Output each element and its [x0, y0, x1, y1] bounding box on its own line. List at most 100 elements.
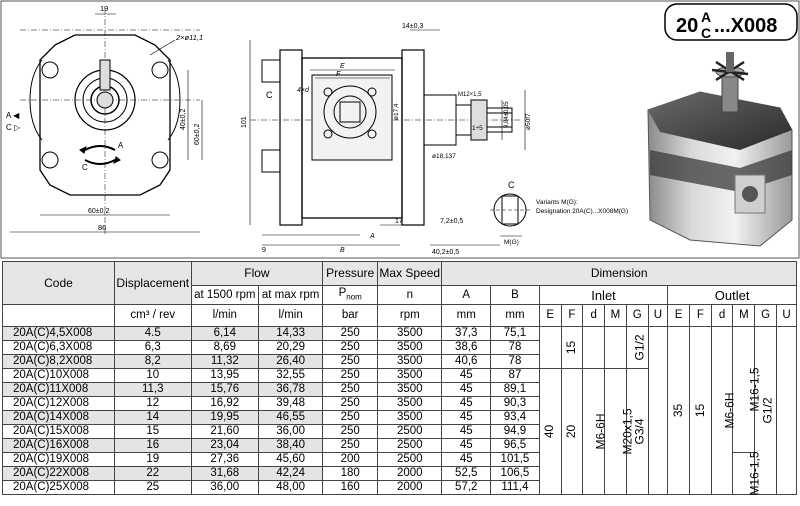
cell-code: 20A(C)25X008	[2, 480, 115, 495]
cell-flow-1500: 11,32	[190, 354, 259, 369]
cell-pressure: 250	[322, 396, 379, 411]
label-a: A	[118, 141, 124, 150]
hdr-flow-1500: at 1500 rpm	[190, 285, 259, 305]
cell-displacement: 14	[113, 410, 192, 425]
cell-dim-b: 78	[490, 354, 540, 369]
cell-pressure: 250	[322, 424, 379, 439]
spec-table: Code Displacement Flow Pressure Max Spee…	[2, 261, 798, 496]
outlet-f-text: 15	[692, 403, 707, 418]
cell-pressure: 250	[322, 326, 379, 341]
dim-86: 86	[98, 223, 106, 232]
cell-pressure: 250	[322, 438, 379, 453]
cell-displacement: 6,3	[113, 340, 192, 355]
cell-flow-max: 46,55	[257, 410, 324, 425]
dim-17: 17	[395, 218, 403, 225]
side-label-f: F	[336, 71, 341, 78]
cell-flow-max: 42,24	[257, 466, 324, 481]
dim-40: 40±0,2	[180, 109, 187, 130]
port-col-outlet-f: F	[688, 304, 712, 327]
pump-photo	[647, 52, 793, 247]
cell-dim-b: 96,5	[490, 438, 540, 453]
cell-dim-a: 45	[441, 452, 492, 467]
port-col-outlet-g: G	[754, 304, 777, 327]
outlet-u-blank	[775, 326, 798, 495]
cell-speed: 3500	[377, 396, 443, 411]
inlet-d: M6-6H	[582, 368, 608, 495]
cell-speed: 2500	[377, 424, 443, 439]
hdr-pressure: Pressure	[322, 261, 379, 286]
outlet-g: G1/2	[754, 326, 777, 495]
cell-flow-max: 38,40	[257, 438, 324, 453]
outlet-m-top: M16-1,5	[732, 326, 762, 453]
badge-sup: A	[701, 9, 711, 25]
cell-speed: 2000	[377, 480, 443, 495]
cell-dim-b: 93,4	[490, 410, 540, 425]
inlet-m-blank	[604, 326, 627, 369]
cell-speed: 3500	[377, 340, 443, 355]
cell-flow-max: 36,78	[257, 382, 324, 397]
inlet-u-blank	[647, 326, 669, 495]
cell-displacement: 8,2	[113, 354, 192, 369]
ratio: 1÷5	[472, 125, 483, 132]
arrow-c: C ▷	[6, 123, 21, 132]
cell-speed: 3500	[377, 382, 443, 397]
unit-speed: rpm	[377, 304, 443, 327]
cell-dim-a: 45	[441, 424, 492, 439]
side-label-a: A	[369, 233, 375, 240]
cell-displacement: 10	[113, 368, 192, 383]
cell-flow-1500: 21,60	[190, 424, 259, 439]
inlet-g-bot-text: G3/4	[632, 418, 647, 445]
unit-a: mm	[441, 304, 492, 327]
badge-prefix: 20	[676, 15, 698, 37]
unit-b: mm	[490, 304, 540, 327]
cell-dim-a: 45	[441, 368, 492, 383]
p-symbol: P	[338, 286, 347, 299]
port-col-inlet-d: d	[582, 304, 606, 327]
cell-speed: 2000	[377, 466, 443, 481]
cell-dim-b: 101,5	[490, 452, 540, 467]
unit-blank	[2, 304, 115, 327]
inlet-e-blank	[538, 326, 562, 369]
cell-dim-b: 90,3	[490, 396, 540, 411]
badge-suffix: ...X008	[714, 15, 777, 37]
cell-flow-1500: 15,76	[190, 382, 259, 397]
unit-flow1: l/min	[190, 304, 259, 327]
outlet-e-text: 35	[671, 403, 686, 418]
dim-o50: ø50f7	[525, 113, 532, 130]
hdr-b: B	[490, 285, 540, 305]
cell-dim-b: 94,9	[490, 424, 540, 439]
cell-flow-1500: 31,68	[190, 466, 259, 481]
inlet-f-top: 15	[560, 326, 584, 369]
cell-displacement: 22	[113, 466, 192, 481]
designation-note: Designation 20A(C)...X008M(G)	[536, 208, 628, 215]
port-col-outlet-e: E	[667, 304, 690, 327]
cell-flow-1500: 8,69	[190, 340, 259, 355]
cell-displacement: 19	[113, 452, 192, 467]
arrow-a: A ◀	[6, 111, 20, 120]
cell-pressure: 180	[322, 466, 379, 481]
inlet-f-bot: 20	[560, 368, 584, 495]
port-col-outlet-u: U	[775, 304, 798, 327]
dim-o18: ø18,137	[432, 153, 456, 160]
side-view-labels: 14±0,3 C E F 4×d 101 17 7,2±0,5 9 A B 40…	[241, 23, 532, 256]
hdr-n: n	[377, 285, 443, 305]
hdr-max-speed: Max Speed	[377, 261, 443, 286]
technical-drawing: 19 2×ø11,1 A ◀ C ▷ A C 40±0,2 60±0,2 60±…	[0, 0, 800, 259]
cell-flow-1500: 16,92	[190, 396, 259, 411]
unit-disp: cm³ / rev	[113, 304, 192, 327]
dim-72: 7,2±0,5	[440, 218, 463, 225]
cell-dim-b: 89,1	[490, 382, 540, 397]
outlet-f: 15	[688, 326, 712, 495]
port-col-inlet-e: E	[538, 304, 562, 327]
dim-60: 60±0,2	[194, 124, 201, 145]
hdr-p-nom: Pnom	[322, 285, 379, 305]
cell-code: 20A(C)14X008	[2, 410, 115, 425]
side-label-b: B	[340, 247, 345, 254]
hdr-displacement: Displacement	[113, 261, 192, 305]
dim-402: 40,2±0,5	[432, 249, 459, 256]
dim-14: 14±0,3	[402, 23, 423, 30]
front-view-labels: 19 2×ø11,1 A ◀ C ▷ A C 40±0,2 60±0,2 60±…	[6, 4, 203, 232]
port-col-inlet-u: U	[647, 304, 669, 327]
